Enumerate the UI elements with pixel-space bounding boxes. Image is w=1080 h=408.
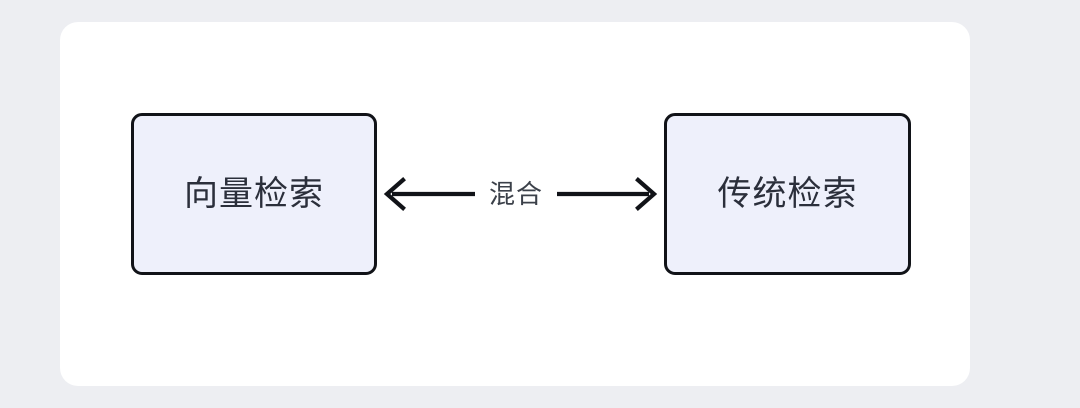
edge-hybrid-connector: 混合 xyxy=(377,165,664,223)
diagram-card: 向量检索 混合 传统检索 xyxy=(60,22,970,386)
node-traditional-retrieval[interactable]: 传统检索 xyxy=(664,113,911,275)
node-traditional-retrieval-label: 传统检索 xyxy=(717,175,858,213)
edge-hybrid-label: 混合 xyxy=(488,179,543,209)
node-vector-retrieval[interactable]: 向量检索 xyxy=(131,113,377,275)
node-vector-retrieval-label: 向量检索 xyxy=(184,175,324,213)
arrow-right-icon xyxy=(557,177,658,211)
arrow-left-icon xyxy=(383,177,475,211)
